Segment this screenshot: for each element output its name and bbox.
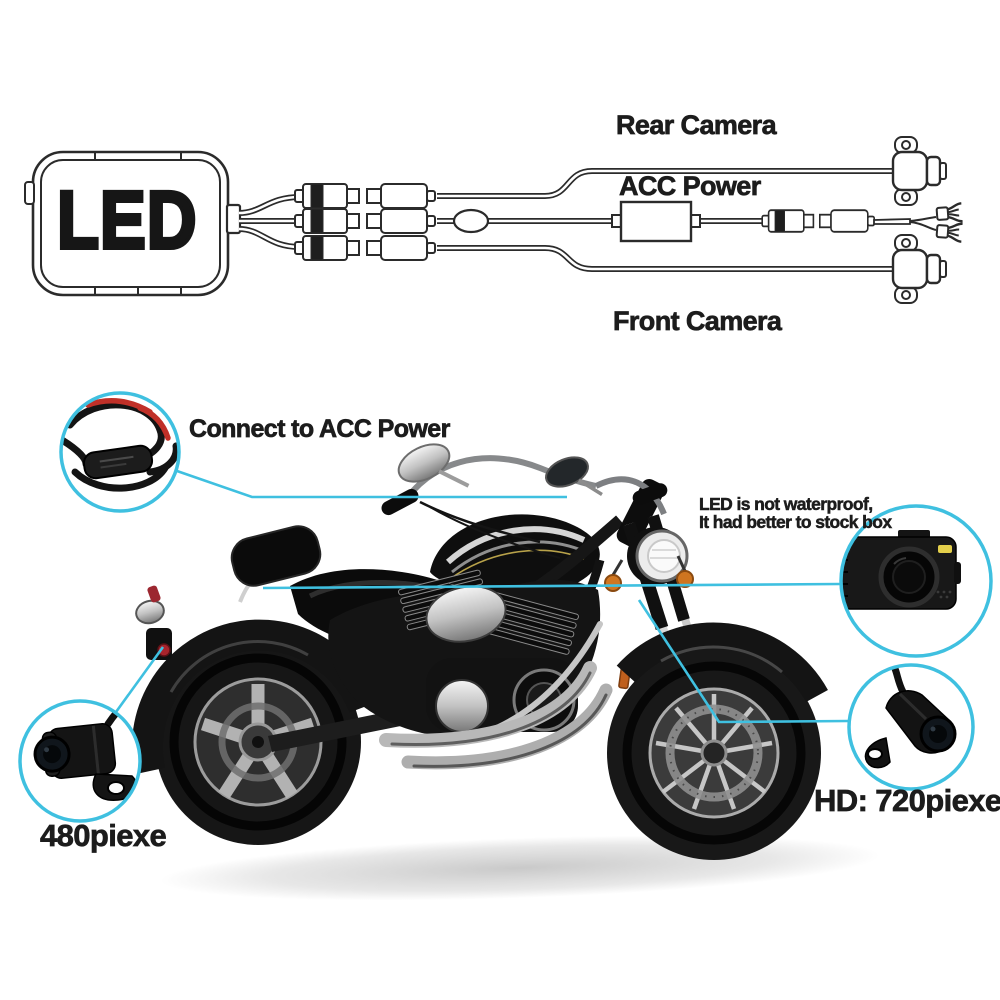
dvr-speaker-holes	[936, 590, 952, 599]
acc-power-converter-box	[611, 200, 701, 243]
mirror-right	[545, 456, 603, 497]
rear-camera-cable	[239, 135, 948, 213]
led-unit-cable-stub	[225, 203, 242, 235]
engine	[328, 569, 601, 738]
dvr-led-indicator	[938, 545, 952, 553]
rear-camera-cable-label: Rear Camera	[616, 110, 777, 141]
ferrite-bead	[452, 208, 490, 234]
inline-connector-acc2	[761, 209, 876, 233]
dvr-camera-unit	[841, 530, 961, 610]
callout-line-rear-camera	[114, 646, 165, 713]
dvr-note-line1: LED is not waterproof,	[699, 494, 874, 514]
front-camera-cable-label: Front Camera	[613, 306, 783, 337]
led-display-unit	[24, 150, 230, 297]
rear-wheel	[155, 639, 361, 845]
callout-circle-dvr	[839, 504, 993, 658]
headlight	[627, 527, 689, 585]
front-wheel	[607, 646, 821, 860]
led-device-label: LED	[55, 175, 198, 266]
turn-signals	[604, 555, 694, 592]
motorcycle	[131, 443, 880, 901]
dvr-note-line2: It had better to stock box	[699, 512, 893, 533]
inline-connector-rear	[294, 183, 436, 209]
callout-line-dvr	[262, 582, 841, 590]
taillight	[135, 585, 172, 660]
acc-wiring-photo	[61, 398, 179, 492]
inline-connector-front	[294, 235, 436, 261]
acc-converter-module	[82, 444, 154, 480]
dvr-waterproof-note: LED is not waterproof, It had better to …	[699, 494, 893, 533]
spade-terminals	[873, 202, 964, 243]
callout-circle-front-camera	[847, 663, 975, 791]
acc-power-cable-label: ACC Power	[619, 171, 762, 202]
wiring-diagram	[24, 135, 964, 305]
backrest	[230, 525, 322, 587]
connect-acc-power-label: Connect to ACC Power	[189, 415, 451, 444]
front-camera-cable	[239, 229, 948, 305]
exhaust-pipes	[379, 621, 613, 770]
inline-connector-acc	[294, 208, 436, 234]
callout-line-front-camera	[637, 599, 849, 724]
front-camera-resolution-label: HD: 720piexe	[814, 783, 1000, 819]
rear-bullet-camera	[33, 701, 140, 801]
led-unit-side-tab	[24, 181, 35, 205]
rear-camera-resolution-label: 480piexe	[40, 818, 168, 854]
mirror-left	[397, 443, 470, 488]
front-bullet-camera	[864, 665, 957, 769]
callout-circle-acc-power	[59, 391, 181, 513]
rear-camera-plug	[891, 135, 948, 207]
callout-circle-rear-camera	[18, 699, 142, 823]
acc-power-cable	[239, 200, 964, 243]
callout-line-acc	[176, 469, 567, 499]
front-camera-plug	[891, 233, 948, 305]
